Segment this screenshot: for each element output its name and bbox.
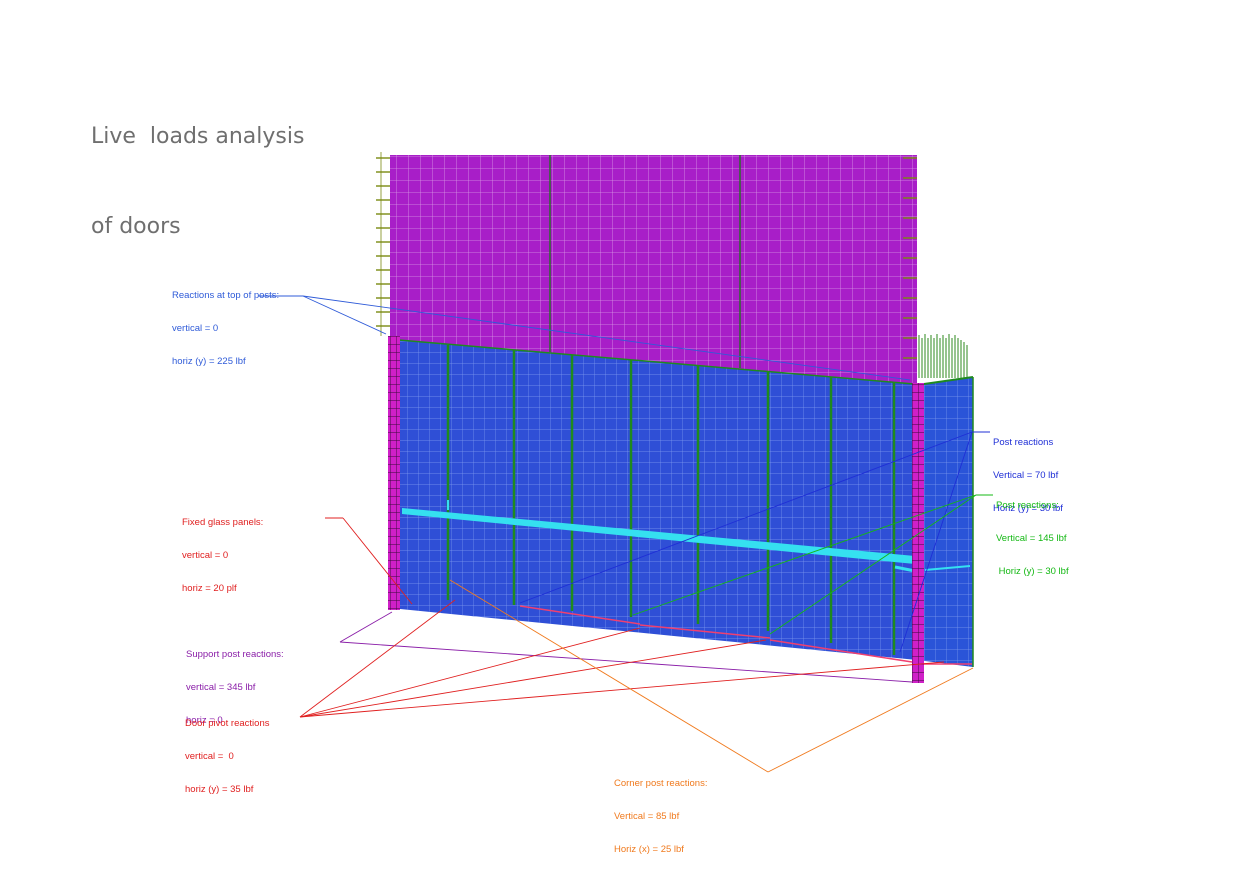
annotation-fixed-glass: Fixed glass panels: vertical = 0 horiz =…: [182, 495, 263, 605]
leader-lines-post-green: [632, 494, 993, 635]
upper-glass-panel: [389, 155, 918, 387]
annotation-line: horiz = 0: [186, 715, 223, 726]
annotation-line: horiz (y) = 225 lbf: [172, 356, 246, 367]
leader-lines-top: [258, 295, 911, 381]
top-reaction-arrows-right: [903, 157, 917, 359]
annotation-heading: Door pivot reactions: [185, 718, 270, 729]
annotation-line: vertical = 0: [182, 550, 229, 561]
left-support-post: [388, 336, 400, 610]
lower-door-panels: [390, 340, 917, 660]
annotation-corner-post: Corner post reactions: Vertical = 85 lbf…: [614, 756, 707, 866]
leader-lines-post-blue: [519, 431, 990, 653]
annotation-line: vertical = 0: [185, 751, 234, 762]
top-reaction-arrows-left: [376, 152, 390, 336]
leader-lines-support: [339, 611, 913, 683]
annotation-line: Vertical = 70 lbf: [993, 470, 1059, 481]
leader-lines-corner: [449, 579, 974, 773]
corner-vertical-arrows: [918, 334, 968, 378]
annotation-line: horiz = 20 plf: [182, 583, 237, 594]
annotation-line: Horiz (x) = 25 lbf: [614, 844, 684, 855]
annotation-heading: Support post reactions:: [186, 649, 284, 660]
annotation-post-reactions-green: Post reactions: Vertical = 145 lbf Horiz…: [996, 478, 1069, 588]
annotation-heading: Post reactions: [993, 437, 1054, 448]
annotation-post-reactions-blue: Post reactions Vertical = 70 lbf Horiz (…: [993, 415, 1063, 525]
annotation-top-reactions: Reactions at top of posts: vertical = 0 …: [172, 268, 279, 378]
annotation-line: Horiz (y) = 30 lbf: [993, 503, 1063, 514]
mullions: [446, 345, 896, 655]
annotation-line: Vertical = 145 lbf: [996, 533, 1067, 544]
annotation-line: horiz (y) = 35 lbf: [185, 784, 254, 795]
return-panel: [916, 376, 974, 667]
annotation-heading: Corner post reactions:: [614, 778, 708, 789]
leader-lines-door-pivot: [299, 599, 945, 718]
annotation-support-post: Support post reactions: vertical = 345 l…: [186, 627, 284, 737]
bottom-reaction-ticks: [519, 605, 972, 665]
annotation-line: vertical = 345 lbf: [186, 682, 256, 693]
glass-load-line: [402, 500, 971, 573]
page-title: Live loads analysis of doors: [91, 62, 304, 272]
leader-lines-fixed-glass: [325, 517, 413, 605]
annotation-door-pivot: Door pivot reactions vertical = 0 horiz …: [185, 696, 269, 806]
annotation-heading: Post reactions:: [996, 500, 1059, 511]
annotation-heading: Fixed glass panels:: [182, 517, 264, 528]
annotation-heading: Reactions at top of posts:: [172, 290, 280, 301]
annotation-line: vertical = 0: [172, 323, 219, 334]
title-line-1: Live loads analysis: [91, 124, 305, 149]
right-support-post: [912, 383, 924, 683]
annotation-line: Vertical = 85 lbf: [614, 811, 680, 822]
title-line-2: of doors: [91, 214, 181, 239]
annotation-line: Horiz (y) = 30 lbf: [996, 566, 1069, 577]
